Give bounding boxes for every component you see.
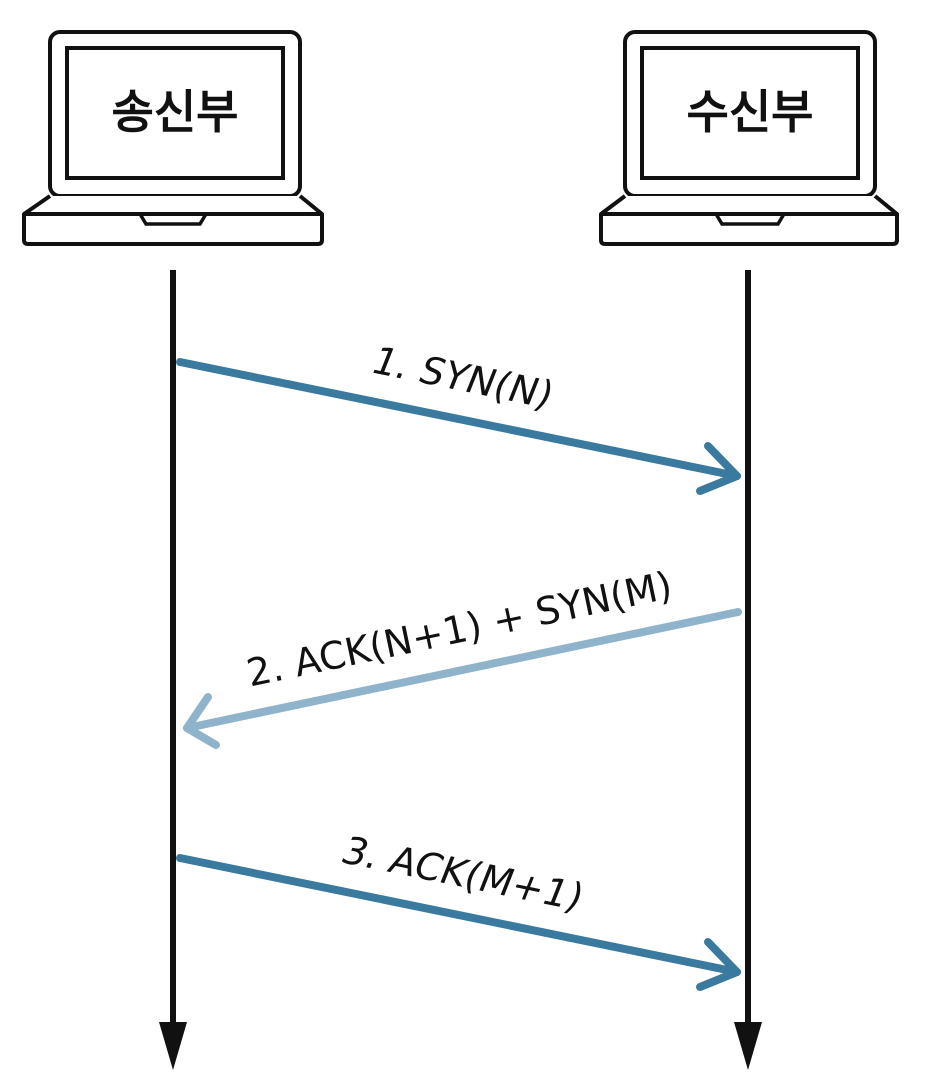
message-2-label: 2. ACK(N+1) + SYN(M) <box>243 563 676 695</box>
message-3-label: 3. ACK(M+1) <box>335 829 590 920</box>
sender-laptop-icon <box>22 30 324 246</box>
message-3-arrow <box>176 854 741 991</box>
receiver-laptop-icon <box>599 30 899 246</box>
sender-label: 송신부 <box>112 85 239 139</box>
sender-timeline-arrowhead <box>159 1022 187 1070</box>
message-2-arrow <box>183 608 742 749</box>
receiver-timeline-arrowhead <box>734 1022 762 1070</box>
receiver-label: 수신부 <box>687 85 814 139</box>
message-1-arrow <box>176 358 741 495</box>
